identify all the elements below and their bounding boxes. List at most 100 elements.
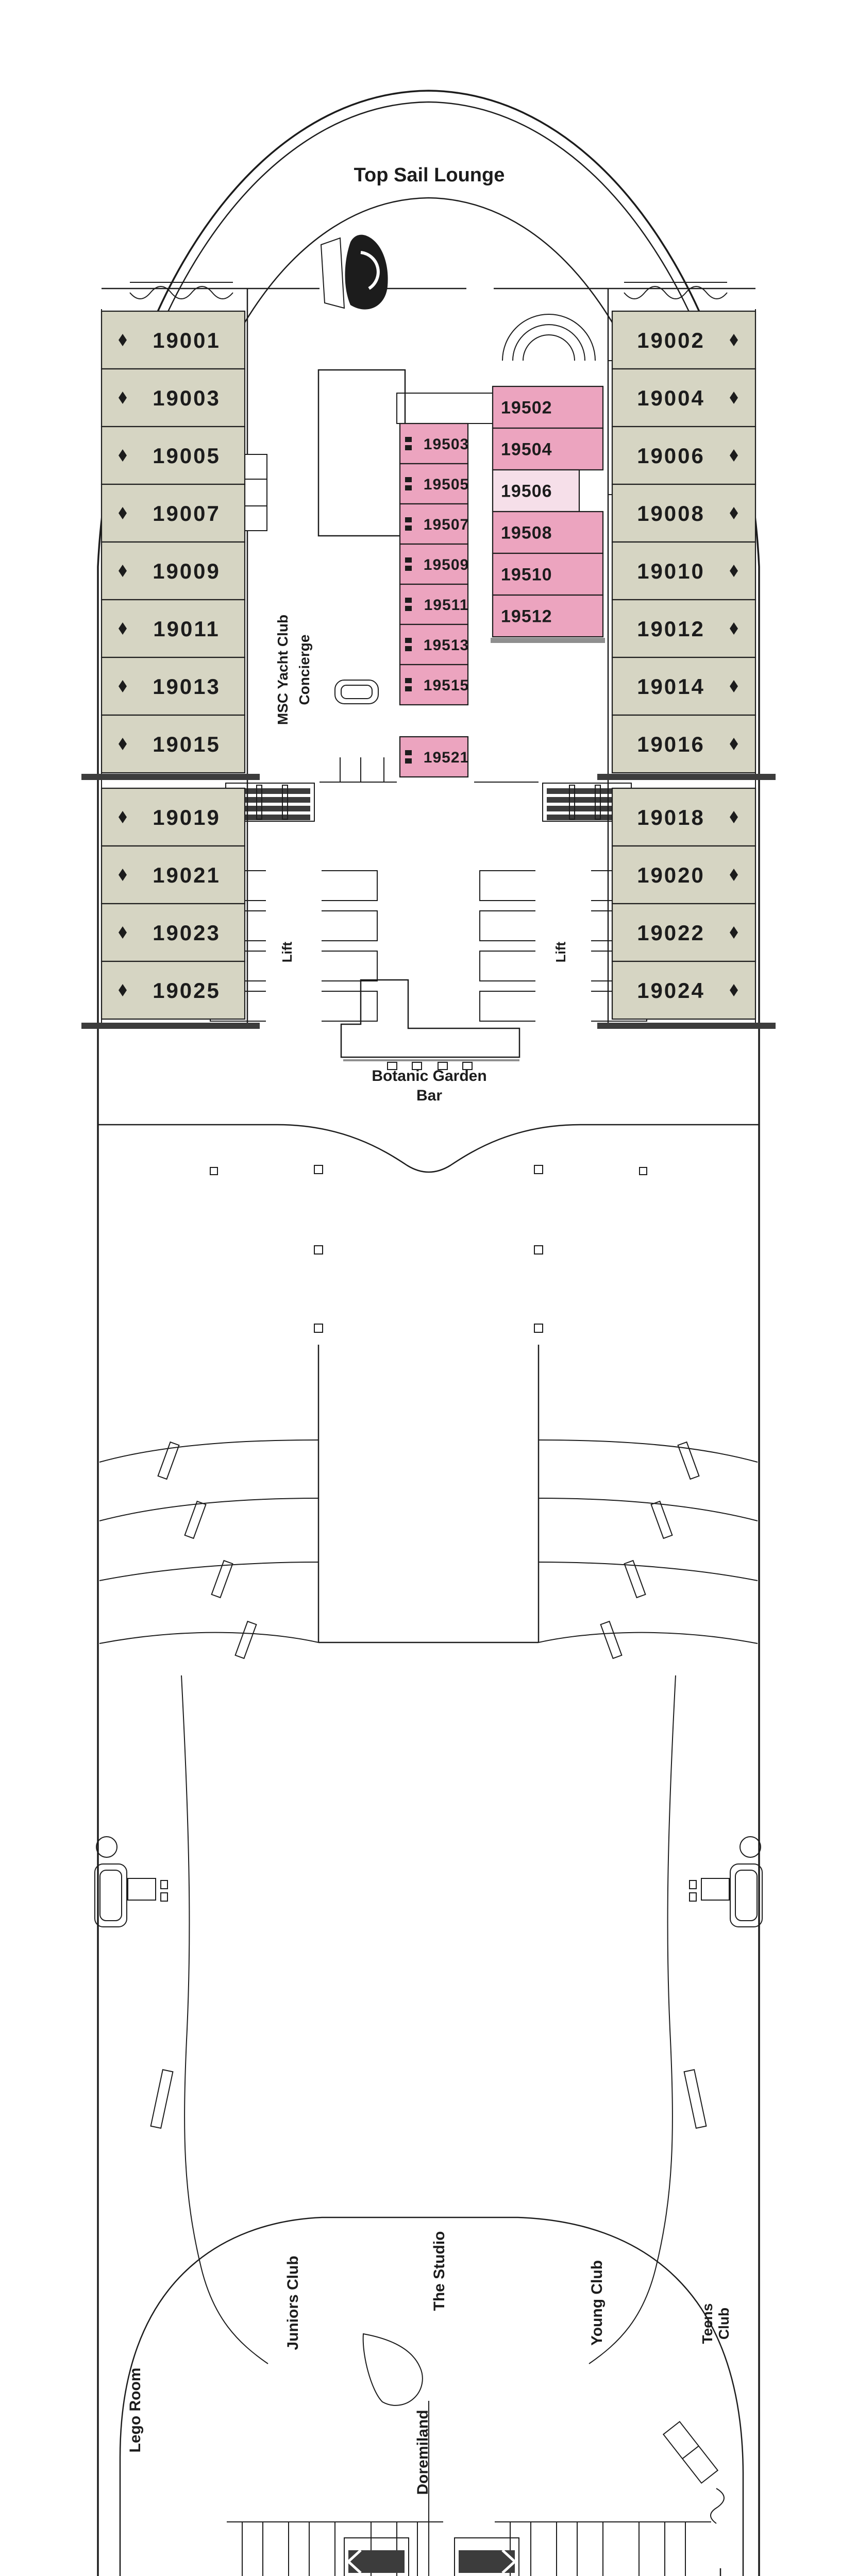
cabin-number: 19511 (424, 597, 469, 614)
cabin-19502[interactable]: 19502 (492, 385, 604, 429)
diamond-icon (119, 449, 127, 462)
cabin-19009[interactable]: 19009 (100, 541, 246, 601)
bunk-icon (405, 526, 412, 531)
escalator-icon (344, 2537, 519, 2576)
diamond-icon (119, 507, 127, 519)
cabin-number: 19513 (424, 637, 469, 654)
diamond-icon (730, 984, 738, 996)
cabin-number: 19008 (637, 501, 705, 526)
cabin-19005[interactable]: 19005 (100, 426, 246, 485)
cabin-number: 19504 (501, 440, 552, 460)
cabin-19507[interactable]: 19507 (399, 503, 469, 545)
cabin-19511[interactable]: 19511 (399, 583, 469, 625)
cabin-number: 19003 (153, 386, 221, 410)
cabin-19513[interactable]: 19513 (399, 623, 469, 666)
diamond-icon (730, 926, 738, 939)
cabin-number: 19503 (424, 436, 469, 453)
diamond-icon (119, 565, 127, 577)
cabin-19001[interactable]: 19001 (100, 310, 246, 370)
cabin-19019[interactable]: 19019 (100, 787, 246, 847)
bunk-icon (405, 598, 412, 603)
diamond-icon (730, 811, 738, 823)
cabin-number: 19007 (153, 501, 221, 526)
label-botanic-1: Botanic Garden (372, 1067, 486, 1084)
cabin-19013[interactable]: 19013 (100, 656, 246, 716)
cabin-19505[interactable]: 19505 (399, 463, 469, 505)
cabin-number: 19024 (637, 978, 705, 1003)
cabin-19503[interactable]: 19503 (399, 422, 469, 465)
cabin-19016[interactable]: 19016 (611, 714, 757, 774)
cabin-19508[interactable]: 19508 (492, 511, 604, 554)
cabin-number: 19002 (637, 328, 705, 352)
bunk-icon (405, 750, 412, 755)
cabin-number: 19021 (153, 863, 221, 887)
cabin-19021[interactable]: 19021 (100, 845, 246, 905)
diamond-icon (119, 622, 127, 635)
cabin-number: 19010 (637, 559, 705, 583)
cabin-19014[interactable]: 19014 (611, 656, 757, 716)
cabin-number: 19510 (501, 565, 552, 585)
cabin-19022[interactable]: 19022 (611, 903, 757, 962)
cabin-19506[interactable]: 19506 (492, 469, 580, 513)
cabin-number: 19512 (501, 607, 552, 626)
cabin-19008[interactable]: 19008 (611, 483, 757, 543)
cabin-number: 19521 (424, 749, 469, 766)
cabin-19015[interactable]: 19015 (100, 714, 246, 774)
cabin-19025[interactable]: 19025 (100, 960, 246, 1020)
label-teens-club-1: Teens (699, 2303, 715, 2344)
cabin-19509[interactable]: 19509 (399, 543, 469, 585)
cabin-number: 19006 (637, 444, 705, 468)
cabin-19011[interactable]: 19011 (100, 599, 246, 658)
cabin-19002[interactable]: 19002 (611, 310, 757, 370)
cabin-19512[interactable]: 19512 (492, 594, 604, 638)
label-lift-starboard: Lift (553, 941, 568, 962)
cabin-19010[interactable]: 19010 (611, 541, 757, 601)
bunk-icon (405, 557, 412, 563)
cabin-19515[interactable]: 19515 (399, 664, 469, 706)
cabin-19012[interactable]: 19012 (611, 599, 757, 658)
cabin-number: 19515 (424, 677, 469, 694)
label-teens-club-2: Club (716, 2308, 732, 2340)
cabin-number: 19508 (501, 523, 552, 543)
label-young-club: Young Club (589, 2260, 606, 2346)
deck-edge (98, 1124, 759, 1173)
cabin-number: 19014 (637, 674, 705, 699)
sofa-icon (334, 680, 379, 704)
cabin-number: 19509 (424, 556, 469, 573)
label-top-sail-lounge: Top Sail Lounge (354, 164, 505, 186)
cabin-19510[interactable]: 19510 (492, 552, 604, 596)
cabin-number: 19502 (501, 398, 552, 418)
cabin-19003[interactable]: 19003 (100, 368, 246, 428)
diamond-icon (119, 811, 127, 823)
diamond-icon (730, 449, 738, 462)
diamond-icon (119, 392, 127, 404)
cabin-19020[interactable]: 19020 (611, 845, 757, 905)
cabin-19018[interactable]: 19018 (611, 787, 757, 847)
promenade-edge (181, 1675, 268, 2364)
cabin-19024[interactable]: 19024 (611, 960, 757, 1020)
diamond-icon (119, 984, 127, 996)
label-botanic-2: Bar (416, 1087, 442, 1104)
label-yacht-club-2: Concierge (296, 635, 312, 705)
cabin-19521[interactable]: 19521 (399, 736, 469, 778)
cabin-number: 19507 (424, 516, 469, 533)
cabin-19023[interactable]: 19023 (100, 903, 246, 962)
cabin-19007[interactable]: 19007 (100, 483, 246, 543)
cabin-number: 19004 (637, 386, 705, 410)
bunk-icon (405, 437, 412, 442)
cabin-19006[interactable]: 19006 (611, 426, 757, 485)
bunk-icon (405, 566, 412, 571)
cabin-number: 19011 (153, 617, 220, 641)
cabin-number: 19012 (637, 617, 705, 641)
piano-icon (320, 234, 388, 310)
diamond-icon (730, 392, 738, 404)
bunk-icon (405, 686, 412, 691)
bunk-icon (405, 678, 412, 683)
cabin-19004[interactable]: 19004 (611, 368, 757, 428)
diamond-icon (119, 334, 127, 346)
cabin-19504[interactable]: 19504 (492, 427, 604, 471)
bunk-icon (405, 477, 412, 482)
bar-counter (340, 979, 520, 1070)
kids-area-structure (119, 2216, 744, 2576)
